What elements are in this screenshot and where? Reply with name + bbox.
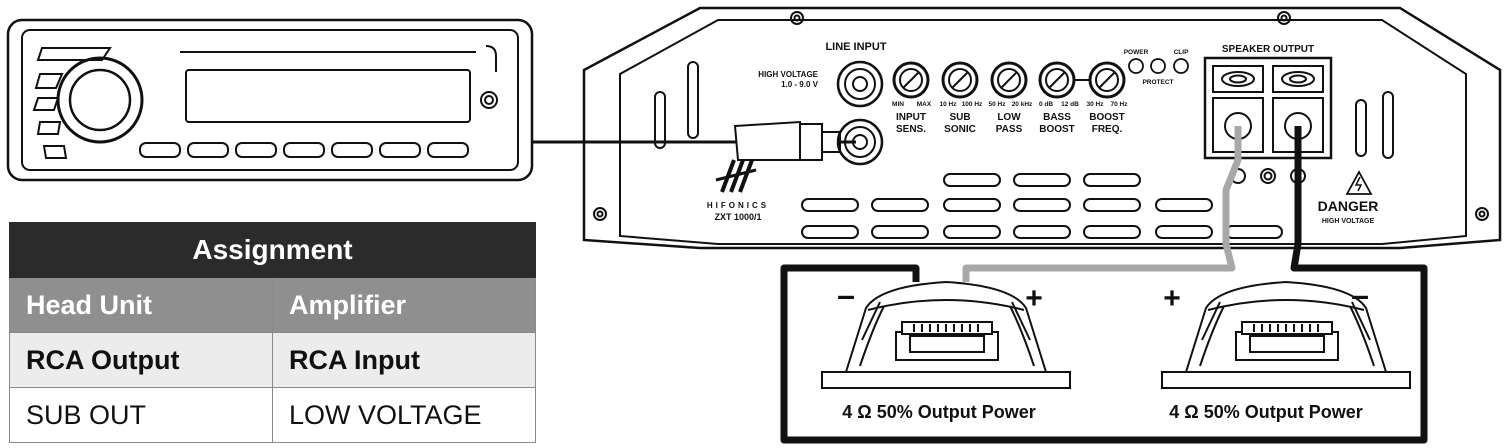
polarity-sign: – — [837, 277, 855, 313]
table-cell: RCA Input — [272, 332, 536, 388]
column-header: Head Unit — [9, 277, 273, 333]
table-title-row: Assignment — [9, 222, 536, 278]
assignment-table: Assignment Head Unit Amplifier RCA Outpu… — [9, 222, 536, 443]
knob-name-label: BOOST — [1089, 112, 1125, 123]
column-header: Amplifier — [272, 277, 536, 333]
knob-max-label: MAX — [917, 101, 932, 108]
knob-boost-freq — [1088, 61, 1126, 99]
clip-led — [1173, 58, 1189, 74]
knob-name-label: INPUT — [896, 112, 926, 123]
knob-name2-label: BOOST — [1039, 124, 1075, 135]
speaker-right — [1161, 280, 1411, 389]
knob-input-sens — [892, 61, 930, 99]
wire-grey — [962, 126, 1242, 282]
polarity-sign: – — [1351, 277, 1369, 313]
speaker-wiring — [780, 126, 1428, 444]
table-cell: RCA Output — [9, 332, 273, 388]
rca-cable — [532, 120, 856, 161]
knob-low-pass — [990, 61, 1028, 99]
status-leds — [1128, 58, 1189, 74]
table-cell: SUB OUT — [9, 387, 273, 443]
wire-black — [780, 126, 1428, 444]
knob-sub-sonic — [941, 61, 979, 99]
protect-led-label: PROTECT — [1142, 79, 1173, 86]
danger-icon — [1345, 170, 1373, 195]
danger-label: DANGER — [1318, 198, 1379, 214]
power-led-label: POWER — [1124, 49, 1149, 56]
knob-name-label: BASS — [1043, 112, 1071, 123]
line-input-label: LINE INPUT — [825, 41, 886, 53]
knob-max-label: 20 kHz — [1012, 101, 1033, 108]
table-header-row: Head Unit Amplifier — [9, 277, 536, 333]
knob-name2-label: SONIC — [944, 124, 976, 135]
danger-sub-label: HIGH VOLTAGE — [1322, 218, 1375, 225]
voltage-range-label: 1.0 - 9.0 V — [781, 80, 819, 89]
knob-name-label: SUB — [949, 112, 970, 123]
knob-row — [892, 61, 1126, 99]
protect-led — [1150, 58, 1166, 74]
polarity-sign: + — [1163, 282, 1181, 315]
knob-min-label: 0 dB — [1039, 101, 1053, 108]
table-title: Assignment — [9, 222, 536, 278]
knob-min-label: MIN — [892, 101, 904, 108]
knob-max-label: 70 Hz — [1111, 101, 1129, 108]
knob-name2-label: PASS — [996, 124, 1023, 135]
knob-min-label: 30 Hz — [1087, 101, 1105, 108]
head-unit — [6, 18, 534, 182]
table-cell: LOW VOLTAGE — [272, 387, 536, 443]
speaker-output-terminal — [1203, 56, 1333, 184]
brand-label: HIFONICS — [707, 201, 769, 210]
speaker-output-label: SPEAKER OUTPUT — [1222, 44, 1314, 55]
high-voltage-label: HIGH VOLTAGE — [758, 70, 818, 79]
speaker-caption: 4 Ω 50% Output Power — [842, 402, 1035, 422]
knob-bass-boost — [1038, 61, 1076, 99]
clip-led-label: CLIP — [1174, 49, 1189, 56]
model-label: ZXT 1000/1 — [714, 212, 761, 222]
table-row: RCA Output RCA Input — [9, 332, 536, 388]
polarity-sign: + — [1025, 282, 1043, 315]
power-led — [1128, 58, 1144, 74]
knob-max-label: 12 dB — [1061, 101, 1079, 108]
brand-logo — [715, 159, 757, 193]
knob-min-label: 10 Hz — [940, 101, 958, 108]
table-row: SUB OUT LOW VOLTAGE — [9, 387, 536, 443]
speaker-left — [821, 280, 1071, 389]
knob-name2-label: SENS. — [896, 124, 926, 135]
knob-min-label: 50 Hz — [989, 101, 1007, 108]
knob-name-label: LOW — [997, 112, 1021, 123]
knob-name2-label: FREQ. — [1092, 124, 1123, 135]
knob-max-label: 100 Hz — [962, 101, 983, 108]
speaker-caption: 4 Ω 50% Output Power — [1169, 402, 1362, 422]
